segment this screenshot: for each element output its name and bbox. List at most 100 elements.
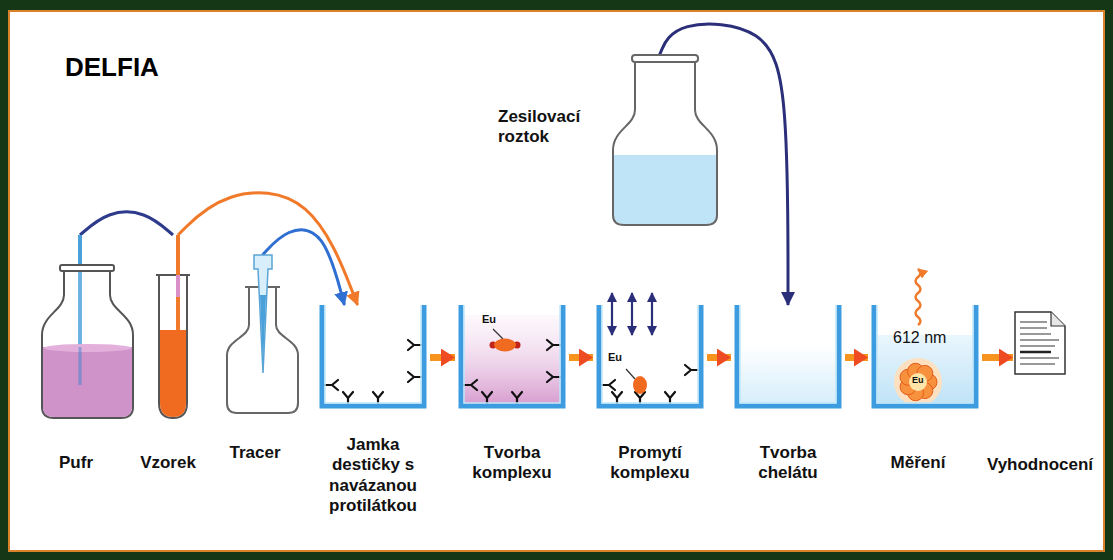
antibody — [325, 380, 338, 390]
document-line — [1020, 321, 1047, 323]
stage-label: Měření — [865, 453, 971, 473]
document-line — [1020, 339, 1059, 341]
node-shape — [318, 305, 428, 410]
flow-connector — [430, 354, 455, 361]
antibody — [464, 380, 477, 390]
node-shape — [40, 235, 135, 420]
document-page — [1015, 312, 1065, 374]
well-wall — [461, 305, 563, 406]
stage-label: Tvorba chelátu — [733, 443, 843, 484]
bottle-rim — [632, 55, 698, 62]
stage-label: Vzorek — [128, 453, 208, 473]
diagram-title: DELFIA — [65, 52, 159, 83]
antibody — [602, 380, 615, 390]
tracer-vial: Tracer — [225, 255, 300, 415]
shape-group — [599, 293, 701, 406]
well-wall — [599, 305, 701, 406]
antibody — [685, 365, 698, 375]
node-shape — [595, 305, 705, 410]
well-wall-inner — [877, 305, 973, 403]
tube-rim — [156, 274, 190, 276]
node-shape — [733, 305, 843, 410]
well-fill — [463, 315, 561, 405]
stage-label: Tracer — [220, 443, 290, 463]
flow-connector — [80, 212, 173, 235]
europium-label: Eu — [608, 351, 622, 363]
sample-liquid — [160, 330, 186, 417]
document-line — [1020, 363, 1055, 365]
fluorescence-glow — [894, 358, 942, 406]
stage-label: Pufr — [41, 453, 111, 473]
sample-tube: Vzorek — [153, 235, 193, 420]
buffer-liquid — [43, 347, 132, 417]
document-line — [1020, 345, 1055, 347]
shape-group — [874, 269, 976, 406]
document-line — [1020, 333, 1051, 335]
node-shape — [153, 235, 193, 420]
stage-label: Zesilovací roztok — [498, 107, 598, 148]
shape-group — [322, 305, 424, 406]
antibody — [547, 372, 560, 382]
stage-label: Jamka destičky s navázanou protilátkou — [318, 435, 428, 517]
node-shape — [225, 255, 300, 415]
flow-connector — [707, 354, 731, 361]
liquid-surface — [44, 344, 132, 352]
antibody — [408, 340, 421, 350]
shape-group — [461, 305, 563, 406]
label-leader — [626, 369, 635, 379]
plate-well: Promytí komplexu — [595, 305, 705, 410]
buffer-bottle: Pufr — [40, 235, 135, 420]
bottle-rim — [60, 265, 114, 271]
wash-arrow — [611, 293, 613, 335]
well-fill — [739, 345, 837, 405]
document-line — [1020, 351, 1051, 354]
well-wall — [874, 305, 976, 406]
plate-well: Tvorba chelátu — [733, 305, 843, 410]
well-fill — [876, 335, 974, 405]
flow-connector — [982, 354, 1013, 361]
document-fold — [1051, 312, 1065, 326]
shape-group — [613, 55, 717, 225]
shape-group — [1015, 312, 1065, 374]
wash-arrow — [651, 293, 653, 335]
plate-well: Jamka destičky s navázanou protilátkou — [318, 305, 428, 410]
immune-complex — [633, 376, 647, 394]
vial-outline — [227, 287, 298, 413]
well-wall-inner — [464, 305, 560, 403]
node-shape — [610, 55, 720, 227]
well-wall-inner — [325, 305, 421, 403]
flow-connector — [569, 354, 593, 361]
pipette — [176, 235, 180, 275]
chelate-core — [909, 373, 927, 391]
bottle-outline — [42, 271, 133, 418]
bottle-outline — [613, 62, 717, 225]
well-wall — [322, 305, 424, 406]
wash-arrow — [631, 293, 633, 335]
stage-label: Vyhodnocení — [982, 455, 1098, 475]
document-line — [1020, 357, 1059, 359]
antibody — [547, 340, 560, 350]
node-shape — [870, 305, 980, 410]
pipette — [79, 347, 82, 385]
node-shape — [457, 305, 567, 410]
plate-well: Měření — [870, 305, 980, 410]
emission-wave — [916, 269, 921, 325]
shape-group — [737, 305, 839, 406]
enhancement-liquid — [614, 155, 716, 224]
well-wall-inner — [602, 305, 698, 403]
shape-group — [227, 255, 298, 413]
pipette-tip — [254, 255, 272, 373]
node-shape — [1015, 312, 1065, 374]
shape-group — [156, 235, 190, 418]
document-line — [1020, 327, 1047, 329]
antibody — [408, 372, 421, 382]
report-document: Vyhodnocení — [1015, 312, 1065, 374]
tracer-liquid — [260, 295, 266, 365]
flow-connector — [845, 354, 868, 361]
plate-well: Tvorba komplexu — [457, 305, 567, 410]
well-wall-inner — [740, 305, 836, 403]
stage-label: Tvorba komplexu — [457, 443, 567, 484]
well-wall — [737, 305, 839, 406]
label-leader — [493, 329, 503, 339]
